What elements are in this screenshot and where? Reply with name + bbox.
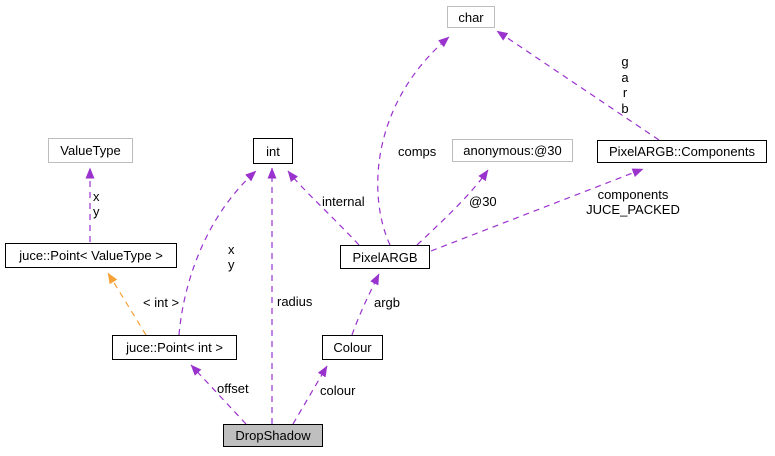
node-anonymous-30: anonymous:@30: [452, 139, 573, 162]
edge-label-radius: radius: [277, 294, 313, 309]
edge-colour-pixelargb: [351, 273, 380, 336]
edge-label-argb: argb: [374, 295, 401, 310]
edge-components-char: [496, 30, 660, 141]
edge-label-colour: colour: [320, 383, 356, 398]
edge-label-internal: internal: [322, 194, 365, 209]
edge-dropshadow-colour: [292, 365, 328, 425]
node-dropshadow: DropShadow: [223, 424, 323, 447]
edge-label-offset: offset: [217, 381, 249, 396]
node-colour[interactable]: Colour: [322, 335, 383, 360]
edge-label-components-jucepacked: components JUCE_PACKED: [586, 187, 680, 217]
edge-pixelargb-components: [430, 168, 644, 252]
node-valuetype: ValueType: [48, 138, 133, 163]
edge-label-xy-valuetype: x y: [93, 189, 100, 219]
node-point-int[interactable]: juce::Point< int >: [112, 335, 237, 360]
edge-pixelargb-anonymous: [416, 169, 489, 246]
edge-pixelargb-char: [377, 36, 450, 246]
edge-pixelargb-int: [287, 170, 360, 246]
edge-label-template-int: < int >: [143, 295, 180, 310]
edge-label-xy-int: x y: [228, 242, 235, 272]
node-int: int: [253, 138, 293, 164]
edge-label-garb: g a r b: [621, 54, 629, 116]
edge-label-at30: @30: [469, 194, 497, 209]
edge-pointint-int: [178, 170, 257, 336]
node-point-valuetype[interactable]: juce::Point< ValueType >: [5, 243, 177, 268]
node-pixelargb-components[interactable]: PixelARGB::Components: [597, 140, 767, 163]
edge-label-comps: comps: [398, 144, 437, 159]
node-pixelargb[interactable]: PixelARGB: [340, 245, 430, 269]
edge-dropshadow-pointint: [190, 364, 247, 425]
edge-pointint-pointvaluetype-template: [107, 272, 147, 336]
node-char: char: [447, 6, 495, 28]
